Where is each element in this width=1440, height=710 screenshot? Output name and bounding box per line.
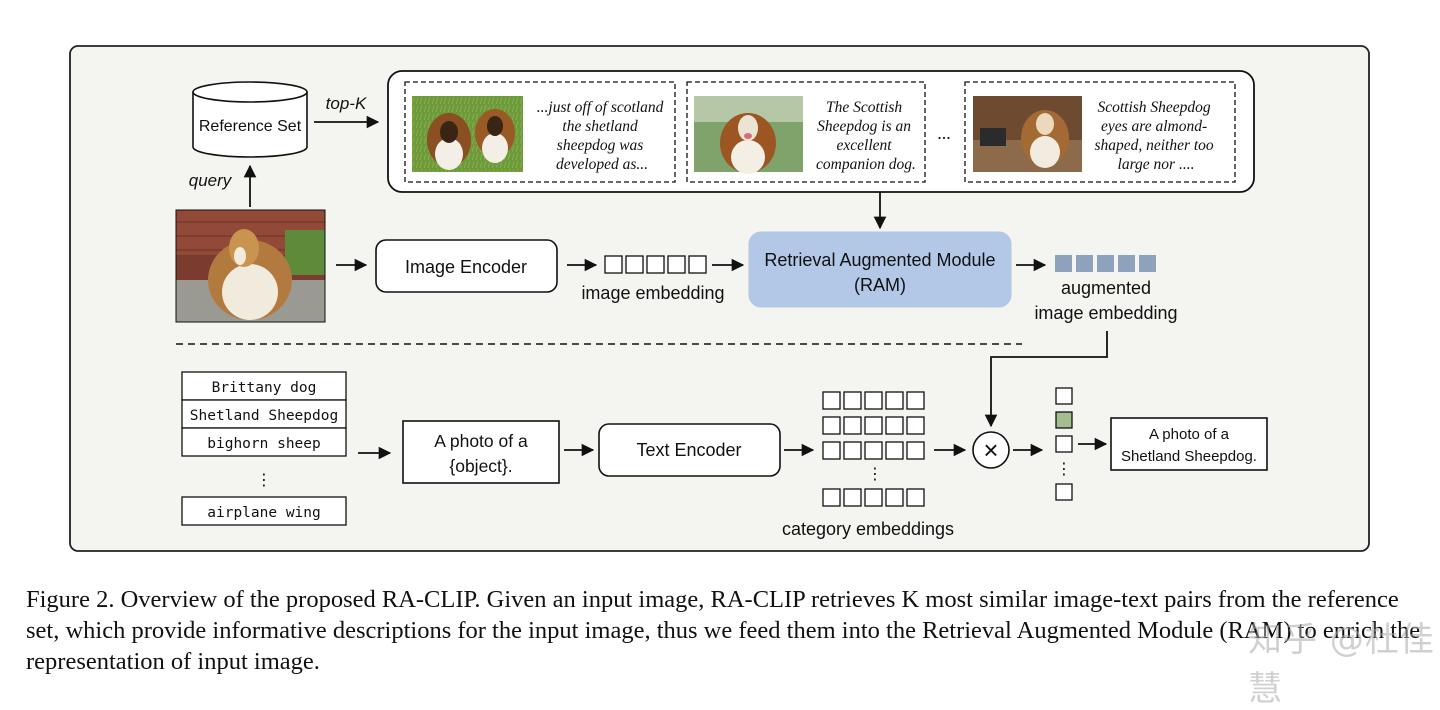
augmented-label-line1: augmented (1061, 278, 1151, 298)
image-encoder-box (375, 239, 558, 293)
retrieved-pair-2: The Scottish Sheepdog is an excellent co… (686, 81, 926, 183)
reference-set-database: Reference Set (192, 81, 308, 158)
retrieved-text-3: Scottish Sheepdog eyes are almond- shape… (1094, 99, 1217, 173)
retrieved-pair-3: Scottish Sheepdog eyes are almond- shape… (964, 81, 1236, 183)
collie-photo-1 (412, 96, 523, 172)
query-label: query (189, 171, 233, 190)
category-item: Shetland Sheepdog (190, 408, 338, 424)
category-embeddings-matrix (822, 391, 925, 507)
category-item: airplane wing (207, 505, 321, 521)
augmented-embedding-vector (1055, 255, 1156, 272)
augmented-label-line2: image embedding (1034, 303, 1177, 323)
multiply-symbol: × (983, 435, 998, 465)
more-pairs-ellipsis: ... (937, 123, 951, 143)
output-line1: A photo of a (1149, 426, 1230, 443)
category-embeddings-label: category embeddings (782, 519, 954, 539)
retrieved-pair-1: ...just off of scotland the shetland she… (404, 81, 676, 183)
ram-label-line1: Retrieval Augmented Module (764, 250, 995, 270)
text-encoder-label: Text Encoder (636, 440, 741, 460)
prompt-line2: {object}. (449, 456, 512, 476)
image-embedding-vector (604, 255, 707, 274)
top-k-label: top-K (326, 94, 367, 113)
output-box (1110, 417, 1268, 471)
input-collie-image (175, 209, 326, 323)
multiply-operator (972, 431, 1010, 469)
ra-clip-diagram: Reference Set top-K ...just off of scotl… (69, 45, 1370, 552)
image-embedding-label: image embedding (581, 283, 724, 303)
similarity-scores (1055, 387, 1073, 501)
collie-photo-3 (973, 96, 1082, 172)
category-item: Brittany dog (212, 380, 317, 396)
text-encoder-box (598, 423, 781, 477)
retrieved-text-2: The Scottish Sheepdog is an excellent co… (816, 99, 916, 173)
figure-caption: Figure 2. Overview of the proposed RA-CL… (26, 586, 1421, 675)
category-embeddings-dots: ⋮ (867, 466, 883, 483)
category-item: bighorn sheep (207, 436, 321, 452)
category-list: Brittany dog Shetland Sheepdog bighorn s… (181, 371, 347, 526)
scores-dots: ⋮ (1056, 461, 1072, 478)
category-more-dots: ⋮ (256, 472, 272, 489)
reference-set-label: Reference Set (199, 118, 302, 135)
selected-score (1055, 411, 1073, 429)
ram-box (748, 231, 1012, 308)
prompt-line1: A photo of a (434, 431, 528, 451)
collie-photo-2 (694, 96, 803, 174)
retrieved-text-1: ...just off of scotland the shetland she… (537, 99, 667, 173)
prompt-template-box (402, 420, 560, 484)
arrow-augmented-to-multiply (984, 331, 1108, 428)
watermark: 知乎 @杜佳慧 (1248, 620, 1435, 709)
output-line2: Shetland Sheepdog. (1121, 448, 1257, 465)
ram-label-line2: (RAM) (854, 275, 906, 295)
image-encoder-label: Image Encoder (405, 257, 527, 277)
